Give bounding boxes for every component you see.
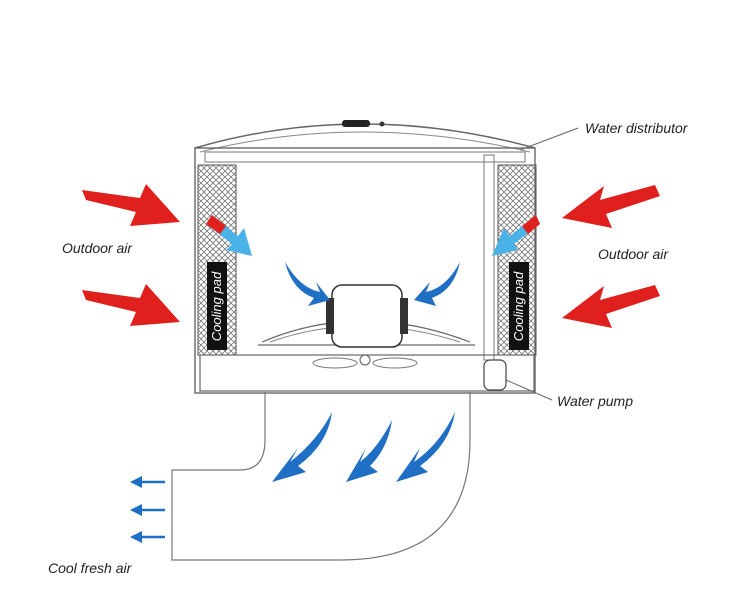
- fan-motor: [331, 284, 403, 348]
- pump-leader-line: [505, 379, 553, 401]
- air-duct: [171, 392, 471, 561]
- red-arrow-left-top: [82, 184, 180, 226]
- duct-arrow-1: [272, 412, 332, 482]
- red-arrow-right-top: [562, 185, 660, 228]
- motor-clamp-right: [400, 298, 408, 334]
- cooler-roof: [194, 123, 536, 149]
- label-water-distributor: Water distributor: [585, 120, 688, 136]
- fan-blade-right: [372, 357, 418, 369]
- roof-cap-dot: [379, 121, 385, 127]
- water-pump: [483, 359, 507, 391]
- cooling-pad-right-text: Cooling pad: [511, 271, 527, 341]
- exit-arrow-1-head: [130, 476, 142, 488]
- roof-inner-line: [199, 131, 531, 153]
- fan-blade-left: [312, 357, 358, 369]
- outdoor-air-arrows-right: [562, 185, 660, 328]
- water-riser-pipe: [483, 154, 495, 361]
- cooling-pad-left-text: Cooling pad: [209, 271, 225, 341]
- cool-air-exit-arrows: [130, 476, 165, 543]
- roof-cap: [342, 120, 370, 127]
- inner-arrow-left-tip-red: [206, 215, 226, 234]
- water-distributor-pipe: [204, 151, 526, 163]
- label-outdoor-air-right: Outdoor air: [598, 246, 669, 262]
- fan-inlet-arrow-left: [285, 262, 330, 306]
- label-cool-fresh-air: Cool fresh air: [48, 560, 132, 576]
- distributor-leader-line: [519, 127, 579, 151]
- red-arrow-left-bottom: [82, 284, 180, 326]
- fan-hub: [359, 354, 371, 366]
- red-arrow-right-bottom: [562, 285, 660, 328]
- fan-inlet-arrow-right: [414, 262, 460, 306]
- cooling-pad-label-right: Cooling pad: [509, 262, 529, 350]
- label-outdoor-air-left: Outdoor air: [62, 240, 133, 256]
- label-water-pump: Water pump: [557, 393, 633, 409]
- duct-arrow-3: [396, 412, 455, 482]
- exit-arrow-3-head: [130, 531, 142, 543]
- duct-arrow-2: [346, 420, 392, 482]
- outdoor-air-arrows-left: [82, 184, 180, 326]
- cooling-pad-label-left: Cooling pad: [207, 262, 227, 350]
- inner-arrow-right-tip-red: [522, 215, 540, 234]
- motor-clamp-left: [326, 298, 334, 334]
- exit-arrow-2-head: [130, 504, 142, 516]
